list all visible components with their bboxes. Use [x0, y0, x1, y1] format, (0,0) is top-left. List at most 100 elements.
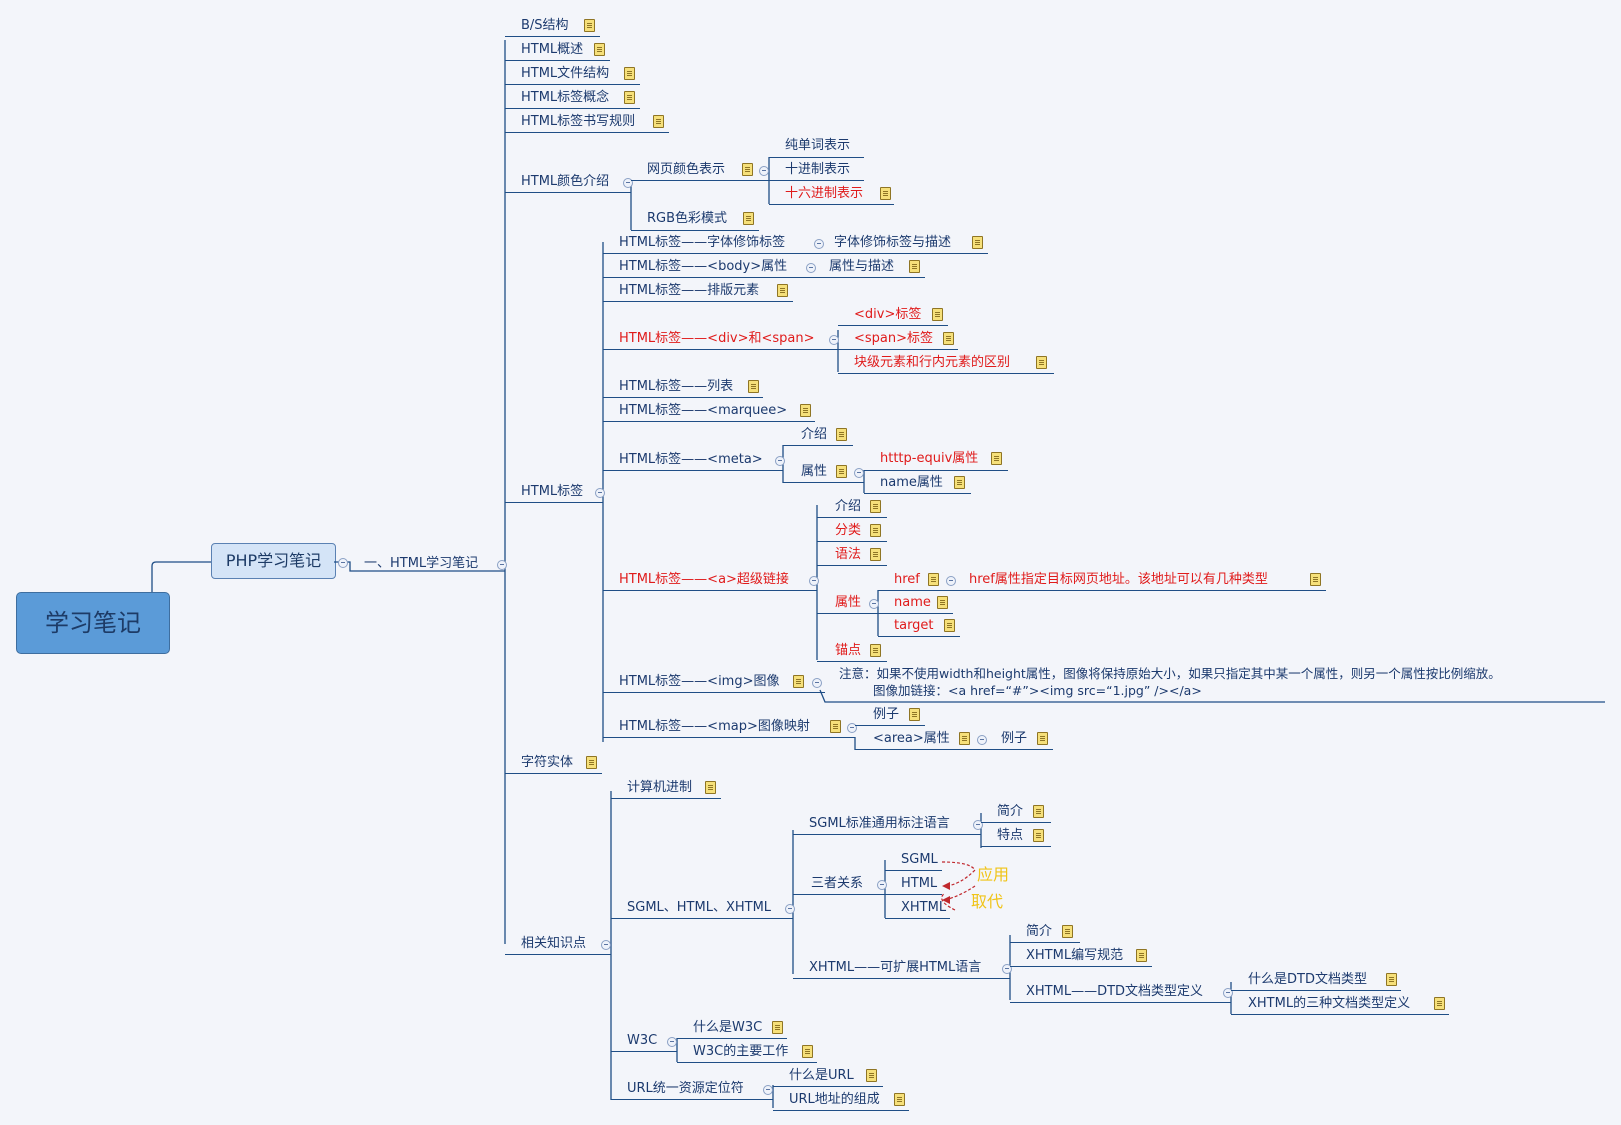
note-icon[interactable] — [772, 1021, 783, 1034]
note-icon[interactable] — [586, 756, 597, 769]
topic-a-syntax[interactable]: 语法 — [835, 547, 862, 562]
collapse-icon[interactable] — [785, 904, 795, 914]
topic-font-desc[interactable]: 字体修饰标签与描述 — [834, 235, 952, 250]
topic-list[interactable]: HTML标签——列表 — [619, 379, 734, 394]
topic-what-url[interactable]: 什么是URL — [789, 1068, 854, 1083]
note-icon[interactable] — [928, 573, 939, 586]
topic-a-anchor[interactable]: 锚点 — [835, 643, 862, 658]
topic-xhtml-intro[interactable]: 简介 — [1026, 924, 1053, 939]
topic-tag-concept[interactable]: HTML标签概念 — [521, 90, 610, 105]
topic-xhtml-rules[interactable]: XHTML编写规范 — [1026, 948, 1124, 963]
topic-marquee[interactable]: HTML标签——<marquee> — [619, 403, 788, 418]
topic-decimal[interactable]: 十进制表示 — [785, 162, 851, 177]
topic-href-desc[interactable]: href属性指定目标网页地址。该地址可以有几种类型 — [969, 572, 1268, 587]
note-icon[interactable] — [624, 67, 635, 80]
note-icon[interactable] — [944, 619, 955, 632]
collapse-icon[interactable] — [829, 335, 839, 345]
topic-a-category[interactable]: 分类 — [835, 523, 862, 538]
collapse-icon[interactable] — [806, 263, 816, 273]
topic-radix[interactable]: 计算机进制 — [627, 780, 693, 795]
topic-word-color[interactable]: 纯单词表示 — [785, 138, 851, 153]
note-icon[interactable] — [742, 163, 753, 176]
topic-bs[interactable]: B/S结构 — [521, 18, 569, 33]
topic-sgml-intro[interactable]: 简介 — [997, 804, 1024, 819]
note-icon[interactable] — [959, 732, 970, 745]
collapse-icon[interactable] — [812, 678, 822, 688]
note-icon[interactable] — [1386, 973, 1397, 986]
collapse-icon[interactable] — [946, 576, 956, 586]
note-icon[interactable] — [1033, 805, 1044, 818]
note-icon[interactable] — [870, 524, 881, 537]
topic-sgml[interactable]: SGML — [901, 852, 938, 867]
note-icon[interactable] — [1033, 829, 1044, 842]
collapse-icon[interactable] — [847, 723, 857, 733]
topic-area-attr[interactable]: <area>属性 — [873, 731, 950, 746]
topic-rgb[interactable]: RGB色彩模式 — [647, 211, 728, 226]
note-icon[interactable] — [830, 720, 841, 733]
topic-entities[interactable]: 字符实体 — [521, 755, 574, 770]
topic-http-equiv[interactable]: htttp-equiv属性 — [880, 451, 979, 466]
main-topic-php[interactable]: PHP学习笔记 — [211, 543, 336, 579]
note-icon[interactable] — [653, 115, 664, 128]
topic-a-link[interactable]: HTML标签——<a>超级链接 — [619, 572, 789, 587]
note-icon[interactable] — [743, 212, 754, 225]
topic-color[interactable]: HTML颜色介绍 — [521, 174, 610, 189]
note-icon[interactable] — [866, 1069, 877, 1082]
topic-related[interactable]: 相关知识点 — [521, 936, 587, 951]
collapse-icon[interactable] — [1002, 964, 1012, 974]
note-icon[interactable] — [1062, 925, 1073, 938]
topic-html[interactable]: HTML — [901, 876, 938, 891]
collapse-icon[interactable] — [759, 166, 769, 176]
topic-meta[interactable]: HTML标签——<meta> — [619, 452, 763, 467]
collapse-icon[interactable] — [809, 576, 819, 586]
topic-what-w3c[interactable]: 什么是W3C — [693, 1020, 763, 1035]
topic-body-desc[interactable]: 属性与描述 — [829, 259, 895, 274]
collapse-icon[interactable] — [854, 468, 864, 478]
note-icon[interactable] — [1434, 997, 1445, 1010]
topic-img[interactable]: HTML标签——<img>图像 — [619, 674, 780, 689]
topic-url-parts[interactable]: URL地址的组成 — [789, 1092, 880, 1107]
collapse-icon[interactable] — [814, 239, 824, 249]
note-icon[interactable] — [748, 380, 759, 393]
topic-name[interactable]: name — [894, 595, 931, 610]
topic-overview[interactable]: HTML概述 — [521, 42, 584, 57]
collapse-icon[interactable] — [1223, 988, 1233, 998]
topic-body-attr[interactable]: HTML标签——<body>属性 — [619, 259, 788, 274]
note-icon[interactable] — [972, 236, 983, 249]
topic-name-attr[interactable]: name属性 — [880, 475, 943, 490]
note-icon[interactable] — [909, 260, 920, 273]
collapse-icon[interactable] — [497, 560, 507, 570]
collapse-icon[interactable] — [623, 178, 633, 188]
topic-file-structure[interactable]: HTML文件结构 — [521, 66, 610, 81]
note-icon[interactable] — [880, 187, 891, 200]
topic-span-tag[interactable]: <span>标签 — [854, 331, 934, 346]
central-topic[interactable]: 学习笔记 — [16, 592, 170, 654]
topic-target[interactable]: target — [894, 618, 934, 633]
note-icon[interactable] — [584, 19, 595, 32]
note-icon[interactable] — [793, 675, 804, 688]
note-icon[interactable] — [870, 500, 881, 513]
topic-three-dtd[interactable]: XHTML的三种文档类型定义 — [1248, 996, 1411, 1011]
topic-href[interactable]: href — [894, 572, 920, 587]
topic-div-tag[interactable]: <div>标签 — [854, 307, 922, 322]
topic-html-tags[interactable]: HTML标签 — [521, 484, 584, 499]
note-icon[interactable] — [836, 465, 847, 478]
topic-sgml-feature[interactable]: 特点 — [997, 828, 1024, 843]
note-icon[interactable] — [1037, 732, 1048, 745]
note-icon[interactable] — [909, 708, 920, 721]
topic-sgml-group[interactable]: SGML、HTML、XHTML — [627, 900, 772, 915]
topic-div-span[interactable]: HTML标签——<div>和<span> — [619, 331, 815, 346]
collapse-icon[interactable] — [601, 940, 611, 950]
collapse-icon[interactable] — [595, 488, 605, 498]
note-icon[interactable] — [836, 428, 847, 441]
topic-layout[interactable]: HTML标签——排版元素 — [619, 283, 760, 298]
topic-dtd[interactable]: XHTML——DTD文档类型定义 — [1026, 984, 1204, 999]
topic-what-dtd[interactable]: 什么是DTD文档类型 — [1248, 972, 1367, 987]
note-icon[interactable] — [932, 308, 943, 321]
collapse-icon[interactable] — [973, 820, 983, 830]
collapse-icon[interactable] — [877, 880, 887, 890]
collapse-icon[interactable] — [775, 456, 785, 466]
note-icon[interactable] — [870, 548, 881, 561]
topic-a-attr[interactable]: 属性 — [835, 595, 862, 610]
collapse-icon[interactable] — [763, 1085, 773, 1095]
